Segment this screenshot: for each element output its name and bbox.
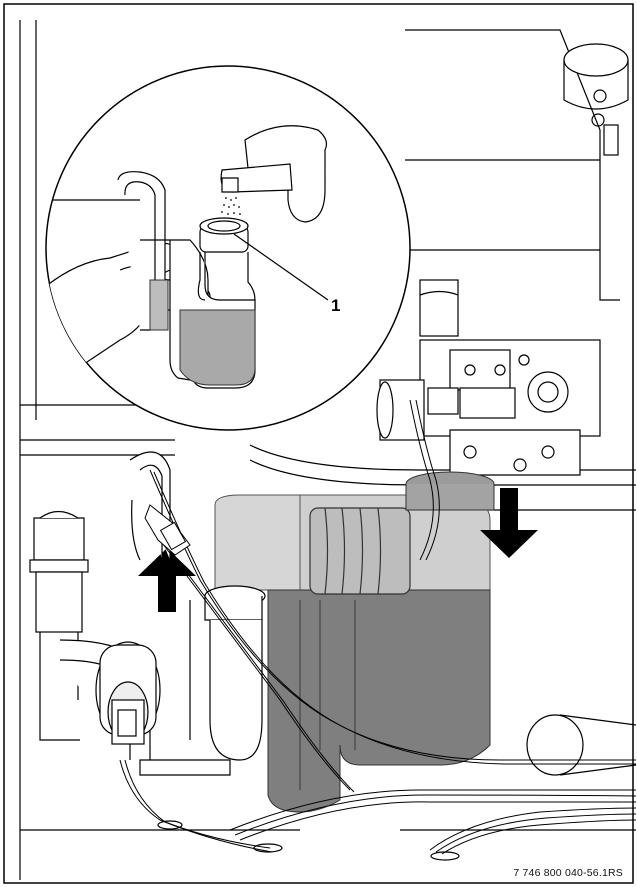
figure-border	[3, 3, 634, 884]
appliance-housing	[19, 20, 636, 880]
water-tap	[220, 125, 328, 223]
water-level	[179, 309, 256, 386]
callout-label-1: 1	[331, 296, 341, 315]
black-down-arrow	[480, 488, 538, 558]
document-reference-number: 7 746 800 040-56.1RS	[513, 867, 623, 879]
callout-leader-line	[233, 233, 329, 301]
gas-valve-assembly	[376, 339, 601, 476]
magnified-inset	[45, 65, 411, 431]
sensor-cables	[119, 399, 637, 855]
black-up-arrow	[138, 548, 196, 612]
